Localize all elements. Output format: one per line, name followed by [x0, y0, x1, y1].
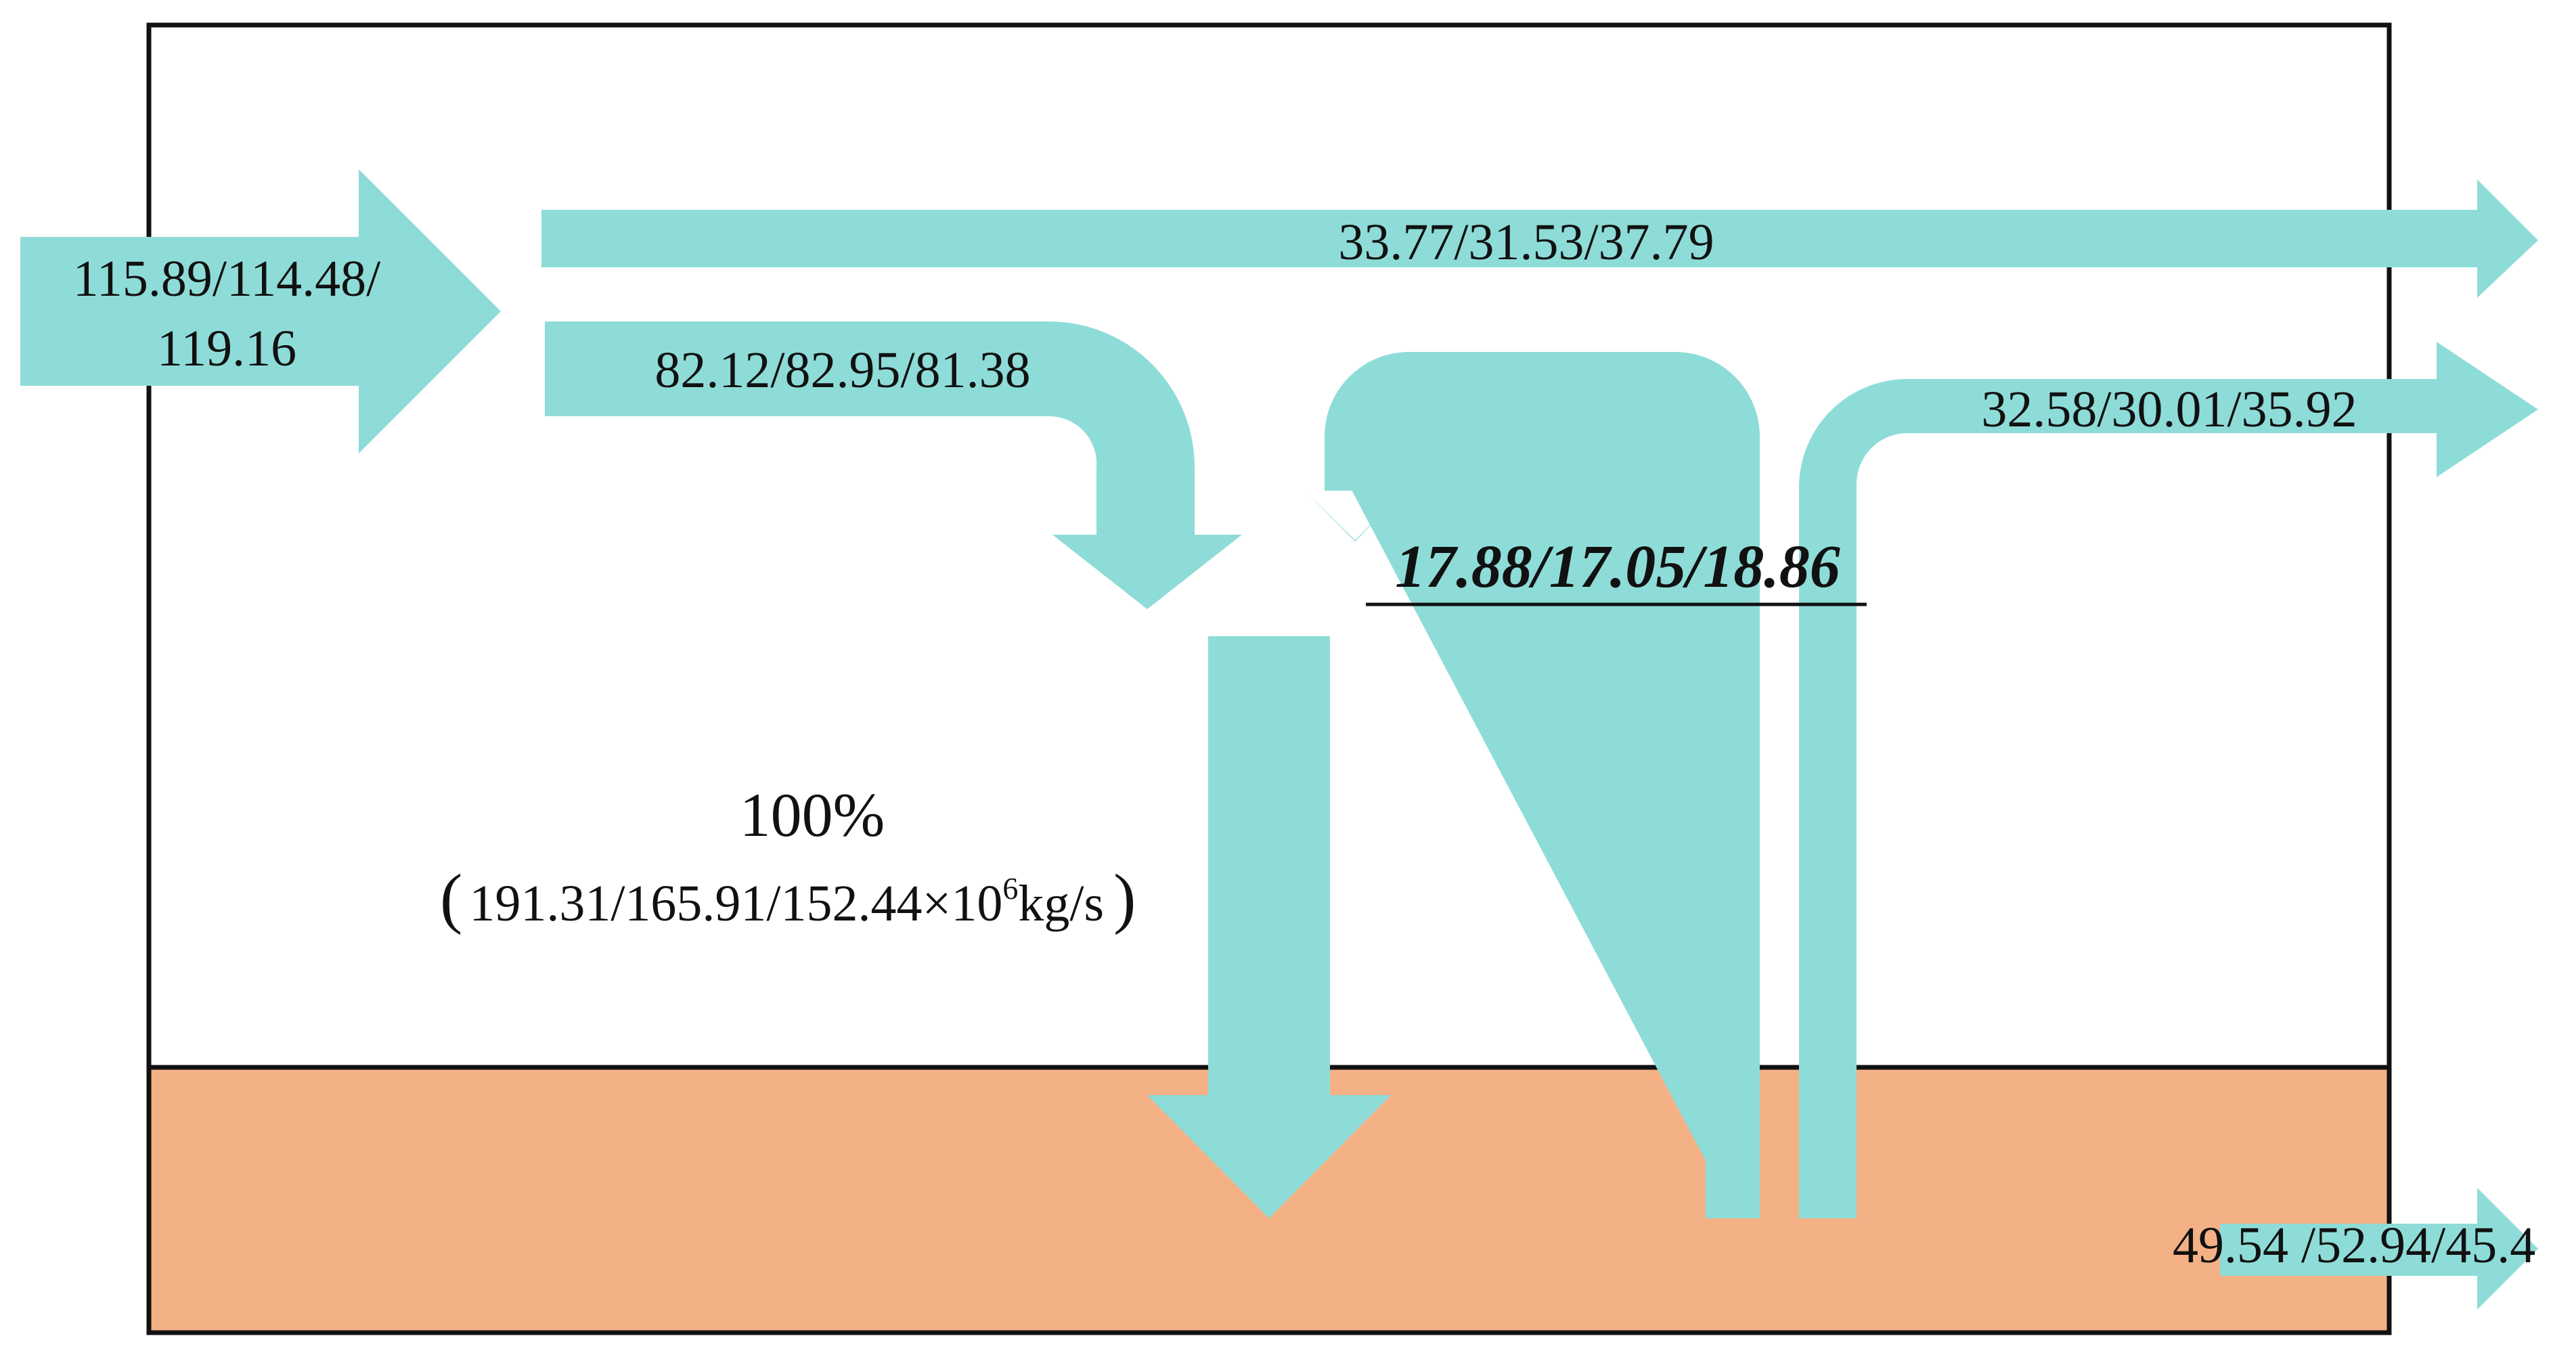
- ground-outflow-value: 49.54 /52.94/45.4: [2173, 1217, 2535, 1274]
- total-value: 191.31/165.91/152.44×10: [469, 875, 1002, 932]
- total-paren-close: ): [1113, 860, 1136, 935]
- inflow-arrow: [20, 169, 501, 453]
- right-outflow-arrow: [1799, 342, 2538, 1218]
- total-downflow-arrow: [1147, 636, 1391, 1218]
- middle-branch-value: 82.12/82.95/81.38: [654, 342, 1030, 399]
- recycle-loop-arrow: [1305, 352, 1760, 1218]
- total-percent: 100%: [740, 780, 885, 849]
- flow-arrows: [20, 169, 2538, 1310]
- total-flow-value: (191.31/165.91/152.44×106kg/s): [440, 860, 1136, 935]
- total-exponent: 6: [1002, 871, 1018, 906]
- inflow-value-line2: 119.16: [157, 320, 296, 377]
- ground-outflow-arrow: [2220, 1188, 2538, 1310]
- total-unit: kg/s: [1018, 875, 1104, 932]
- total-paren-open: (: [440, 860, 462, 935]
- recycle-value: 17.88/17.05/18.86: [1395, 533, 1840, 600]
- middle-branch-arrow: [545, 321, 1242, 609]
- right-outflow-value: 32.58/30.01/35.92: [1981, 381, 2357, 438]
- top-outflow-arrow: [541, 179, 2538, 298]
- top-outflow-value: 33.77/31.53/37.79: [1338, 214, 1714, 271]
- inflow-value-line1: 115.89/114.48/: [73, 250, 381, 307]
- system-boundary-box: [146, 22, 2392, 1335]
- flow-labels: 115.89/114.48/ 119.16 33.77/31.53/37.79 …: [73, 214, 2536, 1274]
